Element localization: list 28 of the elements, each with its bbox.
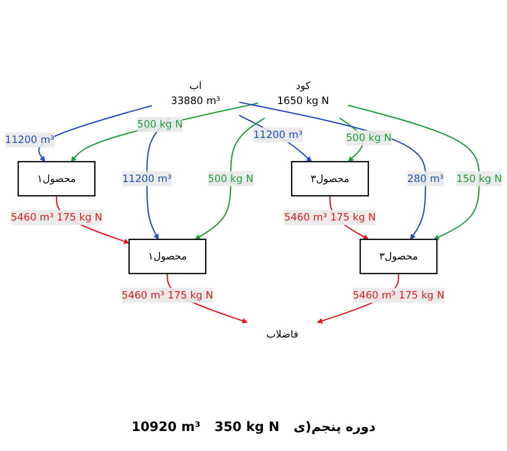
node-label: 33880 m³ xyxy=(170,94,220,107)
edge-label: 280 m³ xyxy=(407,172,444,184)
arrow xyxy=(348,104,480,240)
node-box: محصول۳ xyxy=(291,161,369,196)
node-box: محصول۳ xyxy=(360,238,438,274)
node-box: محصول۱ xyxy=(18,161,96,196)
flow-label: 10920 m³ xyxy=(131,420,200,435)
node-box: محصول۱ xyxy=(128,238,206,274)
arrow xyxy=(194,118,266,240)
node-text: اب xyxy=(189,79,202,92)
arrow xyxy=(70,102,258,162)
edge-label: 11200 m³ xyxy=(5,134,54,146)
node-text: کود xyxy=(296,79,310,92)
edge-label: 5460 m³ 175 kg N xyxy=(284,211,376,224)
edge-label: 500 kg N xyxy=(137,118,183,130)
edge-label: 5460 m³ 175 kg N xyxy=(352,289,444,302)
edge-label: 11200 m³ xyxy=(253,128,303,141)
edge-label: 11200 m³ xyxy=(122,172,172,184)
node-text: فاضلاب xyxy=(266,328,298,340)
node-label: 1650 kg N xyxy=(277,94,330,107)
flow-label: دوره پنجم(ی xyxy=(293,420,376,435)
edge-label: 150 kg N xyxy=(456,172,502,184)
edge-label: 500 kg N xyxy=(208,172,254,184)
edge-label: 500 kg N xyxy=(346,132,392,144)
edge-label: 5460 m³ 175 kg N xyxy=(122,289,214,302)
arrow xyxy=(238,114,312,162)
edge-label: 5460 m³ 175 kg N xyxy=(10,211,102,224)
flow-label: 350 kg N xyxy=(214,420,280,435)
